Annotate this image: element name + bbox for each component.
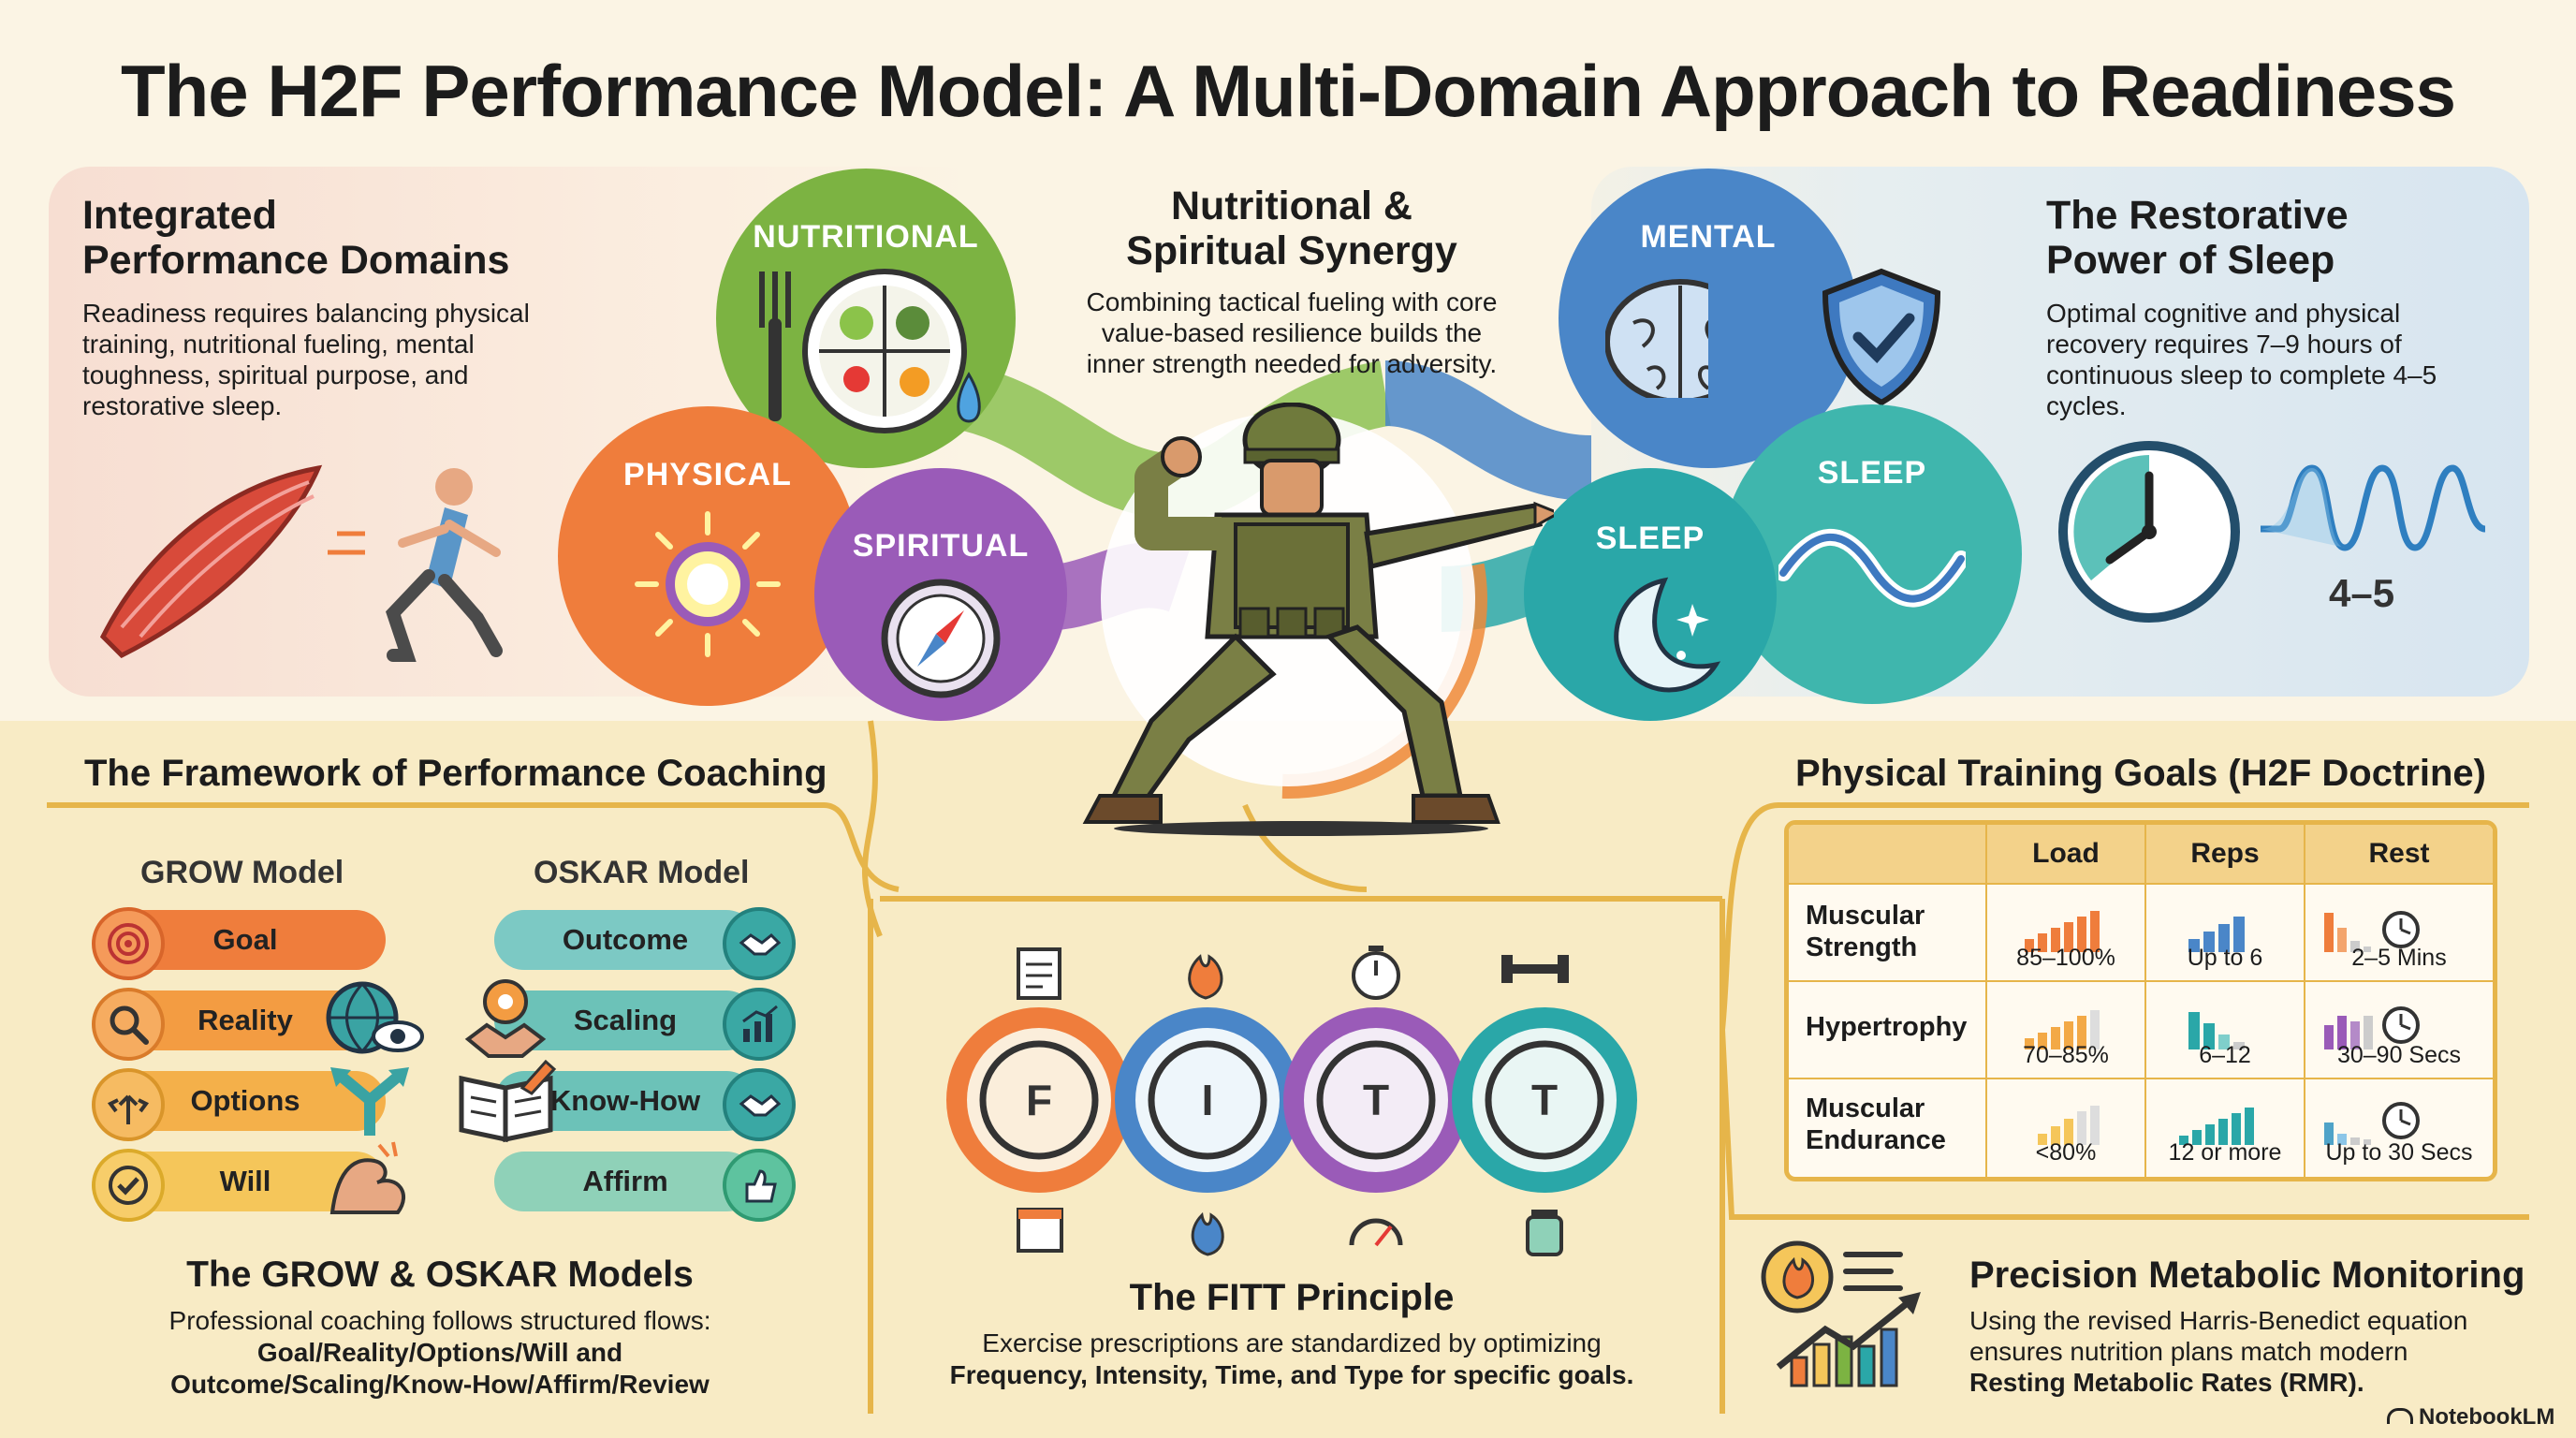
oskar-scaling: Scaling <box>494 990 756 1050</box>
arrows-icon <box>92 1068 165 1141</box>
sleep-cycle-wave-icon <box>2261 464 2485 551</box>
training-bar-icons <box>2025 911 2420 1145</box>
col-rest: Rest <box>2368 838 2430 869</box>
compass-icon <box>881 579 1001 698</box>
sleep-outer-circle: SLEEP <box>1722 404 2022 704</box>
sleep-power-heading: The Restorative Power of Sleep <box>2046 193 2349 283</box>
open-book-icon <box>459 1060 557 1143</box>
plate-icon <box>759 269 981 433</box>
oskar-outcome: Outcome <box>494 910 756 970</box>
gauge-icon <box>1349 1218 1403 1247</box>
endurance-load: <80% <box>2035 1139 2097 1166</box>
fitt-body: Exercise prescriptions are standardized … <box>949 1328 1634 1389</box>
grow-heading: GROW Model <box>140 855 344 890</box>
supplement-jar-icon <box>1526 1210 1563 1256</box>
muscle-runner-icon <box>99 464 503 662</box>
split-arrows-icon <box>330 1067 409 1136</box>
check-icon <box>92 1149 165 1222</box>
strength-load: 85–100% <box>2016 945 2115 971</box>
mental-circle: MENTAL <box>1559 169 1858 468</box>
metabolic-icon <box>1761 1240 1921 1387</box>
coaching-heading: The Framework of Performance Coaching <box>84 753 827 794</box>
notebooklm-logo-icon <box>2387 1408 2413 1424</box>
strength-rest: 2–5 Mins <box>2351 945 2447 971</box>
grow-oskar-heading: The GROW & OSKAR Models <box>186 1255 694 1295</box>
physical-circle: PHYSICAL <box>558 406 857 706</box>
brain-icon <box>1605 279 1708 398</box>
endurance-rest: Up to 30 Secs <box>2325 1139 2473 1166</box>
integrated-body: Readiness requires balancing physical tr… <box>82 299 530 420</box>
fitt-letter-i: I <box>1201 1076 1214 1124</box>
handshake-icon <box>723 907 796 980</box>
moon-icon <box>1614 577 1720 693</box>
sleep-power-body: Optimal cognitive and physical recovery … <box>2046 299 2437 420</box>
hypertrophy-rest: 30–90 Secs <box>2336 1042 2462 1068</box>
metabolic-body: Using the revised Harris-Benedict equati… <box>1969 1306 2468 1397</box>
oskar-affirm: Affirm <box>494 1152 756 1211</box>
sleep-wave-icon <box>1778 528 1966 608</box>
flexed-arm-icon <box>329 1141 405 1214</box>
shield-icon <box>1822 268 1941 406</box>
page-title: The H2F Performance Model: A Multi-Domai… <box>121 50 2456 132</box>
fitt-letter-f: F <box>1025 1076 1053 1124</box>
spiritual-circle: SPIRITUAL <box>814 468 1067 721</box>
gear-handshake-icon <box>464 979 547 1058</box>
sun-icon <box>635 511 781 657</box>
metabolic-heading: Precision Metabolic Monitoring <box>1969 1255 2525 1296</box>
col-reps: Reps <box>2190 838 2260 869</box>
training-heading: Physical Training Goals (H2F Doctrine) <box>1795 753 2486 794</box>
blue-flame-icon <box>1191 1211 1224 1256</box>
col-load: Load <box>2032 838 2100 869</box>
handshake-icon-2 <box>723 1068 796 1141</box>
dumbbell-icon <box>1501 955 1569 983</box>
soldier-figure <box>1082 403 1554 836</box>
stopwatch-icon <box>1352 946 1400 1000</box>
fitt-heading: The FITT Principle <box>1129 1277 1455 1318</box>
strength-reps: Up to 6 <box>2187 945 2263 971</box>
globe-eye-icon <box>326 981 424 1054</box>
fitt-diagram <box>946 946 1637 1256</box>
grow-oskar-body: Professional coaching follows structured… <box>168 1306 711 1399</box>
flame-icon <box>1188 954 1223 1000</box>
hypertrophy-reps: 6–12 <box>2199 1042 2251 1068</box>
row-label-hypertrophy: Hypertrophy <box>1806 1012 1968 1042</box>
clock-icon <box>2058 441 2240 623</box>
rising-chart-icon <box>723 988 796 1061</box>
integrated-heading: Integrated Performance Domains <box>82 193 510 283</box>
target-icon <box>92 907 165 980</box>
cycles-label: 4–5 <box>2329 571 2395 615</box>
fitt-letter-t2: T <box>1530 1076 1559 1124</box>
synergy-heading: Nutritional & Spiritual Synergy <box>1126 183 1457 273</box>
thumbs-up-icon <box>723 1149 796 1222</box>
endurance-reps: 12 or more <box>2168 1139 2282 1166</box>
magnifier-icon <box>92 988 165 1061</box>
sleep-inner-circle: SLEEP <box>1524 468 1777 721</box>
calendar-icon <box>1017 1208 1063 1253</box>
hypertrophy-load: 70–85% <box>2023 1042 2109 1068</box>
notepad-icon <box>1017 947 1061 1000</box>
fitt-letter-t1: T <box>1362 1076 1390 1124</box>
oskar-heading: OSKAR Model <box>534 855 750 890</box>
synergy-body: Combining tactical fueling with core val… <box>1086 287 1498 378</box>
brand-label: NotebookLM <box>2387 1404 2554 1431</box>
